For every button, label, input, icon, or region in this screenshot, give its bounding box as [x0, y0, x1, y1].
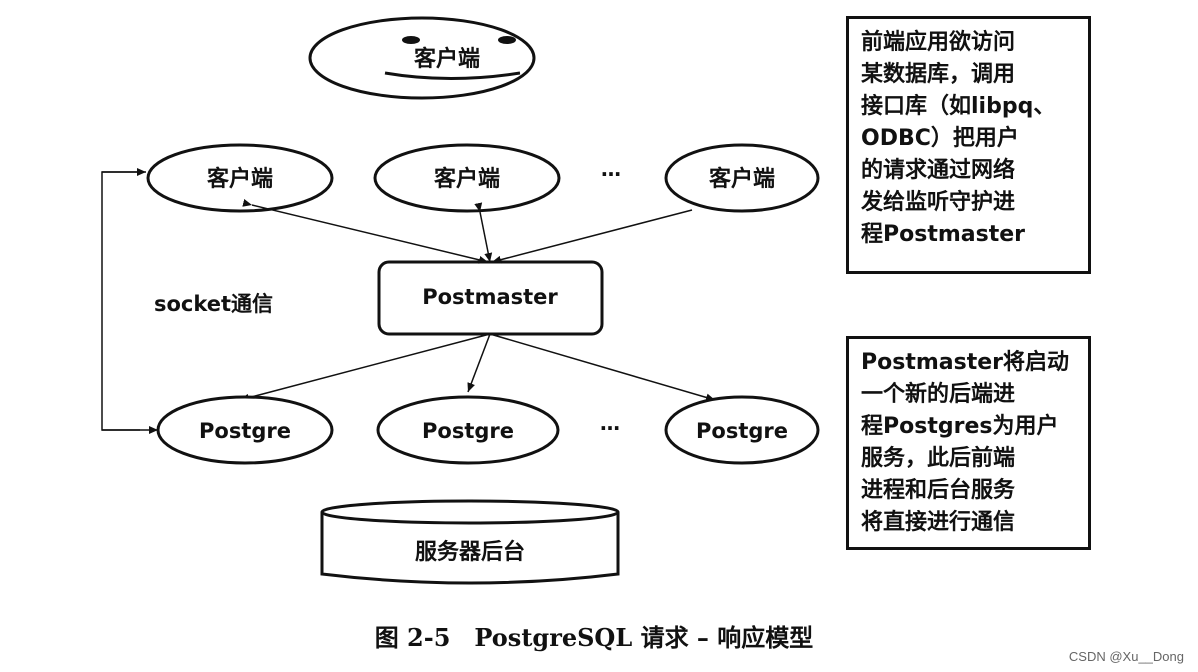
- note-box-request: 前端应用欲访问 某数据库，调用 接口库（如libpq、 ODBC）把用户 的请求…: [846, 16, 1091, 274]
- eye-right-icon: [498, 36, 516, 44]
- note-line: 将直接进行通信: [861, 510, 1016, 535]
- client-node: 客户端: [373, 143, 561, 213]
- watermark-text: CSDN @Xu__Dong: [1068, 649, 1184, 664]
- note-line: 的请求通过网络: [861, 158, 1016, 183]
- note-line: 进程和后台服务: [861, 478, 1016, 503]
- backend-label: Postgre: [696, 419, 788, 443]
- note-line: Postmaster将启动: [861, 350, 1070, 375]
- client-postmaster-arrows: [242, 198, 693, 264]
- top-client-label: 客户端: [414, 46, 480, 72]
- note-line: 程Postmaster: [861, 222, 1026, 247]
- backend-node: Postgre: [376, 395, 560, 465]
- note-line: 前端应用欲访问: [861, 30, 1016, 55]
- postmaster-backend-arrows: [239, 333, 716, 402]
- eye-left-icon: [402, 36, 420, 44]
- backend-label: Postgre: [422, 419, 514, 443]
- clients-ellipsis: …: [601, 157, 621, 181]
- client-label: 客户端: [434, 166, 500, 192]
- socket-connector: [101, 168, 158, 434]
- client-label: 客户端: [709, 166, 775, 192]
- note-box-backend: Postmaster将启动 一个新的后端进 程Postgres为用户 服务，此后…: [846, 336, 1091, 550]
- note-line: 发给监听守护进: [861, 190, 1016, 215]
- client-node: 客户端: [146, 143, 334, 213]
- smile-icon: [384, 71, 521, 80]
- storage-label: 服务器后台: [415, 539, 525, 565]
- note-line: 程Postgres为用户: [861, 414, 1059, 439]
- backends-ellipsis: …: [600, 411, 620, 435]
- backend-label: Postgre: [199, 419, 291, 443]
- client-label: 客户端: [207, 166, 273, 192]
- storage-node: 服务器后台: [320, 499, 620, 585]
- client-node: 客户端: [664, 143, 820, 213]
- top-client-node: 客户端: [308, 16, 536, 100]
- note-line: ODBC）把用户: [861, 126, 1019, 151]
- note-line: 某数据库，调用: [861, 62, 1016, 87]
- postmaster-node: Postmaster: [377, 260, 604, 336]
- postmaster-label: Postmaster: [422, 285, 558, 309]
- note-line: 一个新的后端进: [861, 382, 1016, 407]
- note-line: 服务，此后前端: [861, 446, 1016, 471]
- backend-node: Postgre: [156, 395, 334, 465]
- figure-caption: 图 2-5 PostgreSQL 请求 – 响应模型: [375, 623, 814, 652]
- socket-label: socket通信: [154, 292, 273, 316]
- backend-node: Postgre: [664, 395, 820, 465]
- note-line: 接口库（如libpq、: [861, 94, 1056, 119]
